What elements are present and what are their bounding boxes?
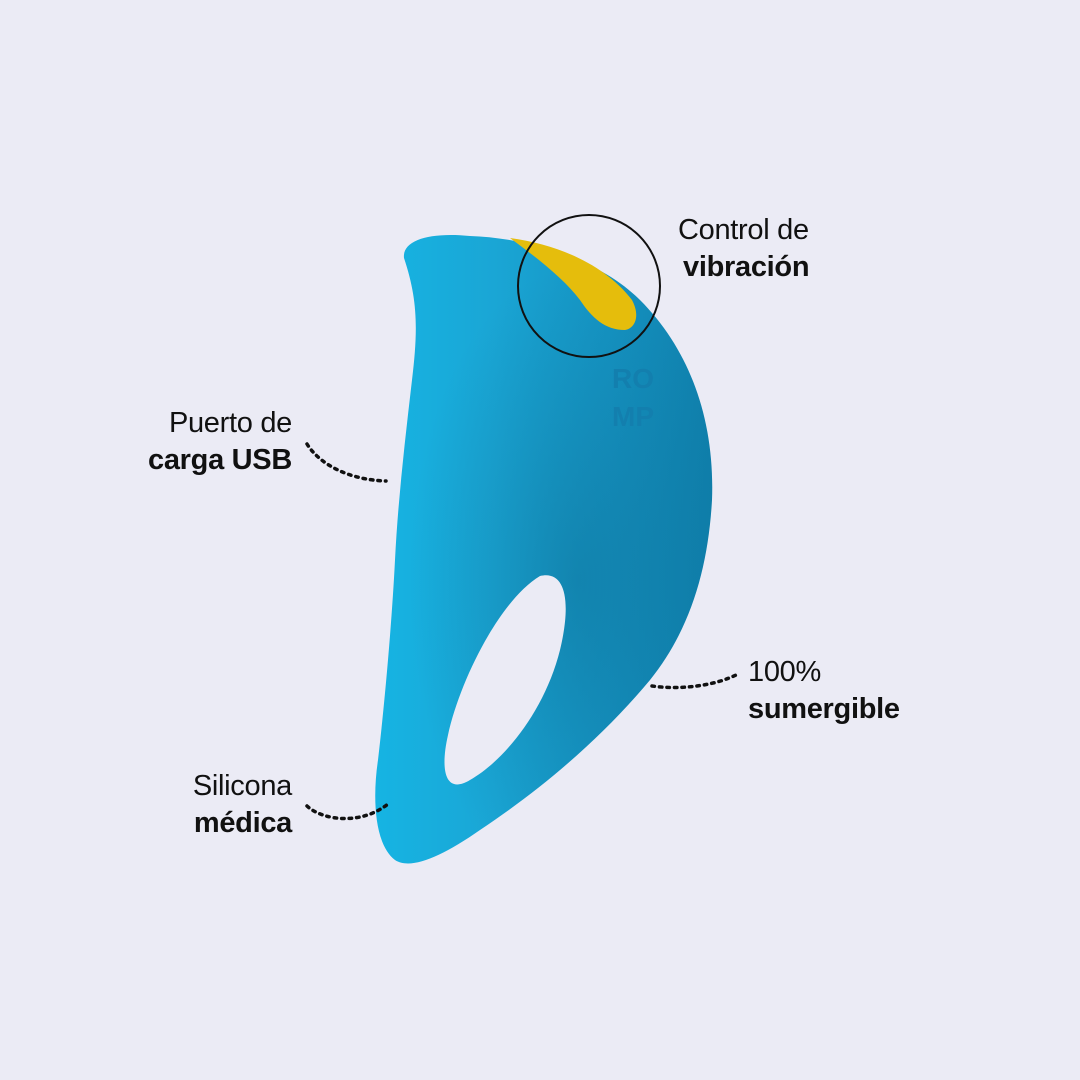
svg-text:RO: RO: [612, 363, 654, 394]
callout-medical-silicone: Silicona médica: [110, 768, 292, 842]
callout-line2: médica: [193, 807, 292, 839]
waterproof-leader-line: [650, 672, 740, 690]
ring-opening: [444, 575, 566, 785]
silicone-leader-line: [305, 802, 390, 821]
usb-leader-line: [305, 442, 388, 483]
highlight-circle: [517, 214, 661, 358]
callout-vibration-control: Control de vibración: [678, 212, 810, 286]
callout-line1: 100%: [748, 656, 821, 688]
callout-line2: carga USB: [148, 444, 292, 476]
brand-emboss: RO MP: [612, 363, 654, 432]
cock-ring-body: [375, 234, 713, 864]
svg-text:MP: MP: [612, 401, 654, 432]
callout-line1: Control de: [678, 214, 809, 246]
callout-line2: vibración: [683, 251, 810, 283]
callout-line2: sumergible: [748, 693, 900, 725]
callout-waterproof: 100% sumergible: [748, 654, 900, 728]
callout-line1: Silicona: [192, 770, 292, 802]
callout-usb-port: Puerto de carga USB: [110, 405, 292, 479]
vibration-button: [510, 238, 637, 330]
callout-line1: Puerto de: [168, 407, 292, 439]
